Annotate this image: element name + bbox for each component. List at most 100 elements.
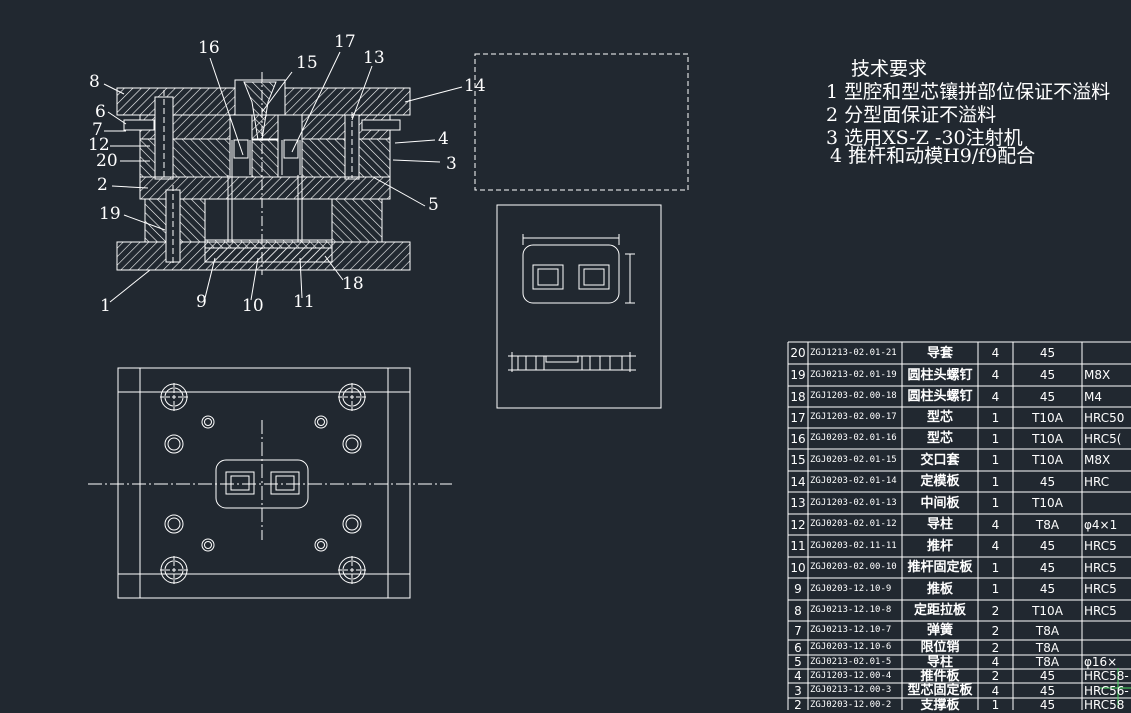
bom-cell-no: 3 [794, 683, 802, 698]
bom-cell-qty: 1 [991, 474, 1000, 489]
bom-cell-qty: 2 [991, 603, 1000, 618]
bom-cell-qty: 4 [991, 655, 1000, 669]
bom-cell-qty: 1 [991, 410, 1000, 425]
part-label: 17 [334, 32, 356, 52]
bom-cell-material: T10A [1032, 496, 1063, 510]
bom-cell-note: HRC5 [1084, 603, 1117, 618]
bom-cell-name: 圆柱头螺钉 [907, 367, 973, 383]
bom-cell-no: 14 [790, 474, 806, 489]
bom-cell-qty: 1 [991, 698, 1000, 712]
bom-cell-no: 10 [790, 560, 806, 575]
part-label: 11 [293, 292, 315, 312]
bom-cell-code: ZGJ0203-02.01-16 [810, 433, 897, 443]
bom-cell-name: 型芯 [926, 410, 953, 425]
bom-cell-note: HRC [1084, 474, 1110, 489]
bom-cell-material: T8A [1035, 640, 1060, 655]
bom-cell-code: ZGJ0203-02.11-11 [810, 540, 897, 551]
bom-cell-code: ZGJ0213-12.10-8 [810, 605, 892, 615]
part-label: 7 [92, 120, 103, 140]
part-label: 6 [95, 102, 106, 122]
bom-cell-no: 16 [790, 431, 806, 446]
bom-cell-material: T8A [1035, 655, 1060, 669]
bom-cell-note: HRC5 [1084, 539, 1117, 553]
tech-requirement-item: 3 选用XS-Z -30注射机 [826, 127, 1023, 149]
bom-cell-name: 圆柱头螺钉 [907, 389, 973, 404]
tech-requirement-item: 1 型腔和型芯镶拼部位保证不溢料 [826, 81, 1111, 103]
bom-cell-note: HRC50 [1084, 410, 1125, 425]
bom-cell-code: ZGJ0213-12.10-7 [810, 625, 892, 635]
part-label: 2 [97, 175, 108, 195]
ejector-retainer-plate [204, 239, 333, 249]
bom-cell-code: ZGJ0203-02.01-12 [810, 519, 897, 529]
bom-cell-no: 13 [790, 496, 806, 510]
bom-cell-name: 推杆 [926, 538, 953, 554]
bom-cell-code: ZGJ0213-02.01-5 [810, 656, 892, 667]
bom-cell-note: HRC5( [1084, 431, 1122, 446]
bom-cell-material: 45 [1039, 560, 1056, 575]
bom-cell-name: 弹簧 [926, 623, 953, 638]
part-label: 16 [198, 38, 220, 58]
bom-cell-material: 45 [1039, 346, 1056, 360]
bom-cell-no: 11 [790, 539, 806, 553]
bom-cell-qty: 1 [991, 560, 1000, 575]
bom-cell-no: 19 [790, 368, 806, 382]
bom-cell-no: 20 [790, 346, 806, 360]
bom-cell-material: 45 [1039, 368, 1056, 382]
bom-cell-note: HRC58 [1084, 698, 1125, 712]
bom-grid [787, 341, 1131, 710]
tech-requirement-item: 4 推杆和动模H9/f9配合 [830, 145, 1036, 167]
bom-cell-qty: 1 [991, 582, 1000, 596]
bom-cell-code: ZGJ0203-02.01-15 [810, 454, 897, 465]
bom-cell-name: 导柱 [926, 517, 953, 532]
bom-cell-name: 推杆固定板 [907, 560, 973, 575]
bom-cell-name: 型芯 [926, 431, 953, 446]
spacer-block-right [331, 198, 383, 243]
bom-cell-qty: 4 [991, 346, 1000, 360]
part-label: 19 [99, 204, 121, 224]
part-label: 20 [96, 151, 118, 171]
bom-cell-qty: 4 [991, 683, 1000, 698]
bom-cell-name: 定距拉板 [913, 603, 966, 618]
bom-cell-qty: 2 [991, 669, 1000, 683]
part-label: 8 [89, 72, 100, 92]
bom-cell-note: HRC56- [1084, 683, 1129, 698]
part-label: 3 [446, 154, 457, 174]
bom-cell-qty: 1 [991, 453, 1000, 467]
bom-cell-material: T10A [1032, 603, 1063, 618]
part-label: 13 [363, 48, 385, 68]
part-label: 4 [438, 129, 449, 149]
bom-cell-qty: 1 [991, 431, 1000, 446]
bom-cell-material: T10A [1032, 410, 1063, 425]
bom-cell-note: φ16× [1084, 655, 1118, 669]
part-label: 12 [88, 135, 110, 155]
bom-cell-material: T8A [1035, 623, 1060, 638]
bom-cell-no: 18 [790, 389, 806, 404]
bom-cell-no: 15 [790, 453, 806, 467]
mold-plan-view [88, 367, 452, 599]
bom-cell-name: 导套 [926, 345, 953, 361]
bom-cell-code: ZGJ1203-02.00-17 [810, 412, 897, 422]
bom-row-lines [788, 363, 1131, 699]
bom-cell-qty: 4 [991, 517, 1000, 532]
bom-cell-no: 7 [794, 623, 802, 638]
bom-cell-code: ZGJ0203-12.00-2 [810, 699, 892, 710]
part-label: 15 [296, 53, 318, 73]
bom-cell-material: T10A [1032, 431, 1063, 446]
bom-cell-name: 交口套 [920, 452, 960, 468]
bom-cell-code: ZGJ0213-02.01-19 [810, 369, 897, 380]
part-label: 9 [196, 292, 207, 312]
bom-cell-qty: 2 [991, 640, 1000, 655]
bom-cell-material: 45 [1039, 669, 1056, 683]
bom-cell-code: ZGJ0203-02.01-14 [810, 476, 897, 486]
tech-requirement-item: 2 分型面保证不溢料 [826, 104, 997, 126]
bom-cell-note: HRC58- [1084, 669, 1129, 683]
bom-cell-no: 5 [794, 655, 802, 669]
bom-cell-no: 17 [790, 410, 806, 425]
mold-section-view [116, 72, 411, 275]
part-label: 10 [242, 296, 264, 316]
bom-cell-note: HRC5 [1084, 582, 1117, 596]
part-label: 14 [464, 76, 486, 96]
bom-cell-material: 45 [1039, 389, 1056, 404]
bom-cell-note: φ4×1 [1084, 517, 1118, 532]
